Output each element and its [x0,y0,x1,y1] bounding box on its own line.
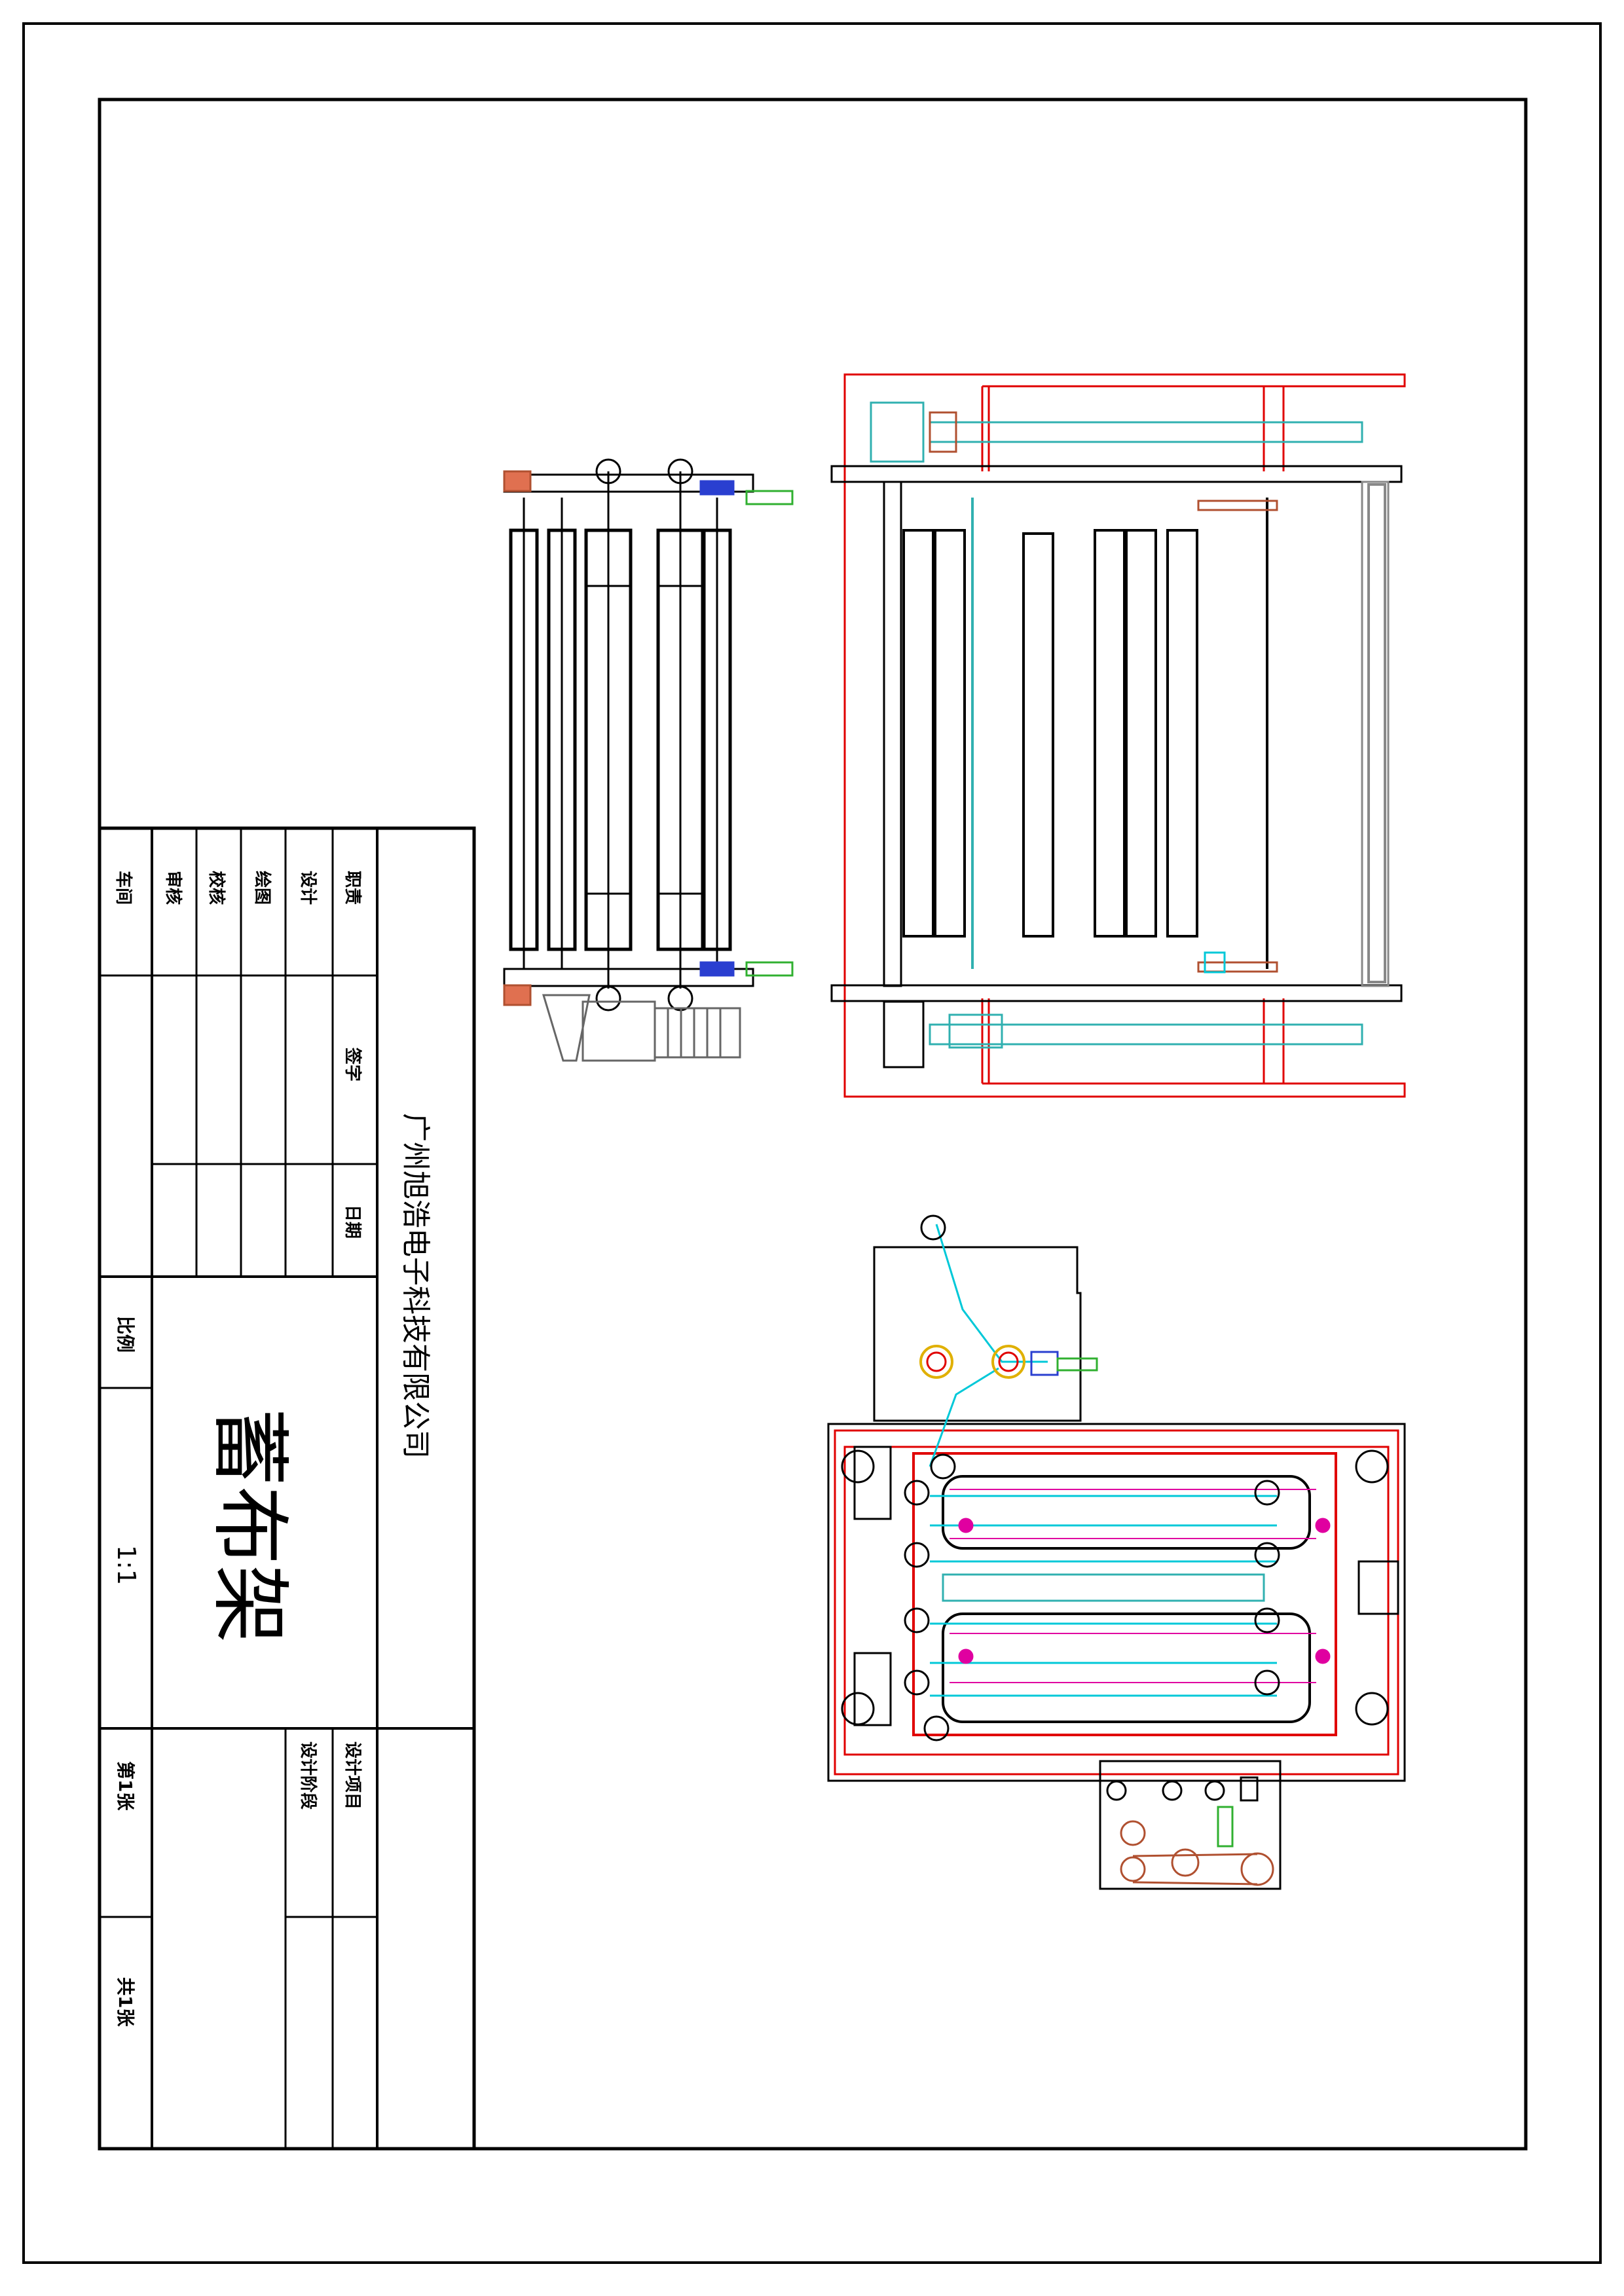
sheet-number: 第1张 [115,1761,136,1810]
cylinder-icon [1030,1351,1098,1376]
roller-icon [902,483,1386,983]
side-view [503,458,794,1062]
role-2: 绘图 [252,871,272,905]
roller-marker [958,1518,1331,1664]
title-block-text: 职责 设计 绘图 校核 审核 车间 签字 日期 广州旭浩电子科技有限公司 比例 … [112,871,432,2026]
project-label: 设计项目 [342,1741,362,1810]
role-4: 审核 [163,871,183,905]
front-view [830,373,1406,1098]
role-5: 车间 [113,871,134,905]
bearing-icon [841,1449,1389,1741]
outer-border [22,22,1602,2264]
web-path [929,1224,1277,1697]
company-name: 广州旭浩电子科技有限公司 [399,1113,432,1459]
inner-border [98,98,1528,2151]
stage-label: 设计阶段 [298,1741,318,1810]
role-1: 设计 [298,871,318,905]
guard-outline [843,373,1406,1098]
motor-icon [542,994,741,1062]
sheet-total: 共1张 [115,1977,136,2026]
drawing-title: 蓄布架 [204,1408,295,1643]
scale-value: 1:1 [112,1545,141,1585]
roller-icon [509,471,732,989]
role-0: 职责 [342,871,362,905]
scale-label: 比例 [115,1316,136,1353]
plan-view [827,1214,1406,1890]
signature-label: 签字 [342,1048,363,1082]
title-block [98,826,476,2151]
role-3: 校核 [206,871,227,905]
date-label: 日期 [342,1205,362,1239]
